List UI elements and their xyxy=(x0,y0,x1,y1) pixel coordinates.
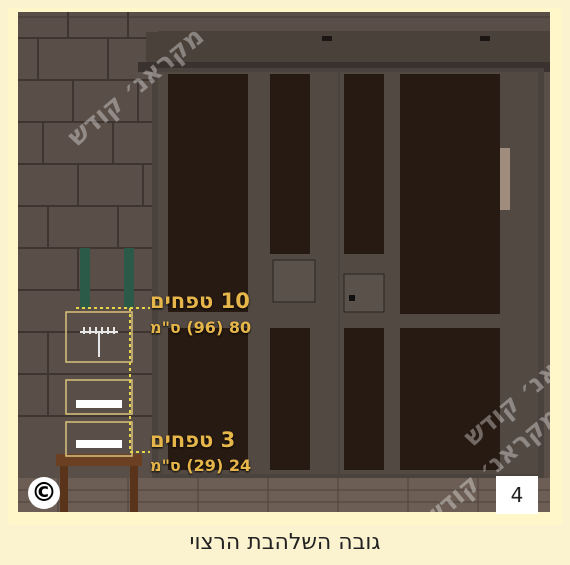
door-hinge xyxy=(500,148,510,210)
upper-height-cm: 80 (96) ס"מ xyxy=(150,318,252,337)
lower-height-cm: 24 (29) ס"מ xyxy=(150,456,252,475)
menorah-upper xyxy=(80,327,118,357)
measure-lines xyxy=(76,307,150,453)
door-lintel-shadow xyxy=(138,62,550,72)
lintel-bolt xyxy=(322,36,332,41)
candles-middle xyxy=(76,400,122,408)
green-post xyxy=(124,248,134,308)
mail-slot-panel xyxy=(272,259,316,303)
glass-shelves xyxy=(65,311,133,457)
illustration-scene: מקראנ׳ קודש מקראנ׳ קודש מקראנ׳ קודש xyxy=(18,12,550,512)
lower-height-label: 3 טפחים xyxy=(150,428,236,452)
upper-height-label: 10 טפחים xyxy=(150,289,250,313)
candles-lower xyxy=(76,440,122,448)
table-leg xyxy=(130,466,138,512)
floor-tiles xyxy=(18,478,550,512)
page-number: 4 xyxy=(496,476,538,514)
floor xyxy=(18,478,550,512)
lock-panel xyxy=(343,273,385,313)
lintel-bolt xyxy=(480,36,490,41)
table-leg xyxy=(60,466,68,512)
keyhole xyxy=(349,295,355,301)
table-top xyxy=(56,454,142,466)
door-panels xyxy=(168,74,500,470)
caption: גובה השלהבת הרצוי xyxy=(189,530,381,555)
green-post xyxy=(80,248,90,308)
scene-drawing xyxy=(18,12,550,512)
copyright-icon: © xyxy=(28,477,60,509)
